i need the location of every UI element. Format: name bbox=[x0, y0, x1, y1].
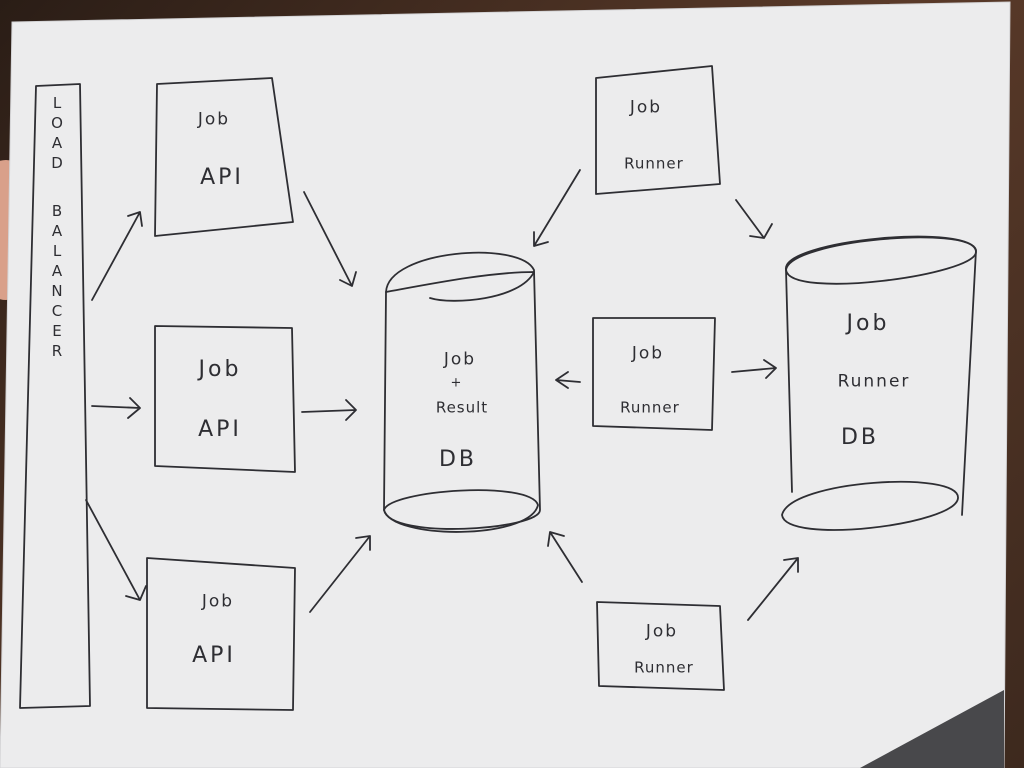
load-balancer-letter: A bbox=[51, 262, 63, 280]
job-api-2-line2: API bbox=[198, 417, 242, 442]
job-api-box-3 bbox=[146, 557, 296, 711]
load-balancer-letter: L bbox=[52, 94, 62, 112]
load-balancer-letter: C bbox=[51, 302, 63, 320]
arrow-lb-to-api-2 bbox=[91, 397, 141, 419]
job-api-3-line1: Job bbox=[201, 591, 235, 612]
job-runner-box-3 bbox=[596, 601, 725, 691]
job-result-db-bottom bbox=[383, 489, 539, 533]
arrow-api-3-to-db bbox=[309, 535, 371, 613]
load-balancer-letter: E bbox=[52, 322, 62, 340]
load-balancer-letter: O bbox=[51, 114, 63, 132]
job-runner-1-line1: Job bbox=[629, 97, 663, 118]
arrow-runner-2-to-db bbox=[555, 371, 581, 389]
job-runner-box-2 bbox=[592, 317, 716, 431]
job-api-1-line2: API bbox=[200, 165, 244, 190]
load-balancer-letter: B bbox=[51, 202, 63, 220]
load-balancer-box bbox=[19, 83, 91, 709]
arrow-runner-1-to-runner-db bbox=[735, 199, 773, 239]
arrow-runner-2-to-runner-db bbox=[731, 359, 777, 379]
arrow-lb-to-api-1 bbox=[91, 211, 143, 301]
job-result-db-line2: + bbox=[450, 375, 462, 391]
load-balancer-letter: A bbox=[51, 134, 63, 152]
job-runner-2-line2: Runner bbox=[620, 398, 680, 417]
arrow-runner-3-to-runner-db bbox=[747, 557, 799, 621]
arrow-lb-to-api-3 bbox=[85, 499, 147, 601]
job-runner-1-line2: Runner bbox=[624, 154, 684, 173]
job-runner-box-1 bbox=[595, 65, 721, 195]
job-api-box-2 bbox=[154, 325, 296, 473]
job-result-db-top bbox=[385, 271, 535, 302]
job-result-db-line3: Result bbox=[435, 398, 489, 417]
job-runner-db-line3: DB bbox=[840, 425, 880, 450]
job-result-db-cylinder bbox=[383, 251, 541, 530]
paper-shadow bbox=[860, 690, 1004, 768]
job-runner-db-top bbox=[785, 235, 977, 285]
arrow-api-2-to-db bbox=[301, 399, 357, 421]
job-runner-3-line1: Job bbox=[645, 621, 679, 642]
arrow-runner-3-to-db bbox=[547, 531, 583, 583]
load-balancer-letter: A bbox=[51, 222, 63, 240]
load-balancer-letter: N bbox=[51, 282, 63, 300]
job-api-1-line1: Job bbox=[197, 109, 231, 130]
job-api-2-line1: Job bbox=[198, 357, 242, 382]
job-api-box-1 bbox=[154, 77, 294, 237]
load-balancer-letter: L bbox=[52, 242, 62, 260]
job-runner-2-line1: Job bbox=[631, 343, 665, 364]
load-balancer-letter: R bbox=[51, 342, 63, 360]
job-result-db-line4: DB bbox=[438, 447, 478, 472]
job-runner-db-line1: Job bbox=[846, 311, 890, 336]
load-balancer-letter: D bbox=[51, 154, 63, 172]
job-runner-db-line2: Runner bbox=[837, 371, 911, 392]
arrow-api-1-to-db bbox=[303, 191, 357, 287]
load-balancer-letter bbox=[46, 176, 68, 204]
job-runner-db-bottom bbox=[781, 480, 959, 531]
job-runner-3-line2: Runner bbox=[634, 658, 694, 677]
job-result-db-line1: Job bbox=[443, 349, 477, 370]
arrow-runner-1-to-db bbox=[533, 169, 581, 247]
job-api-3-line2: API bbox=[192, 643, 236, 668]
